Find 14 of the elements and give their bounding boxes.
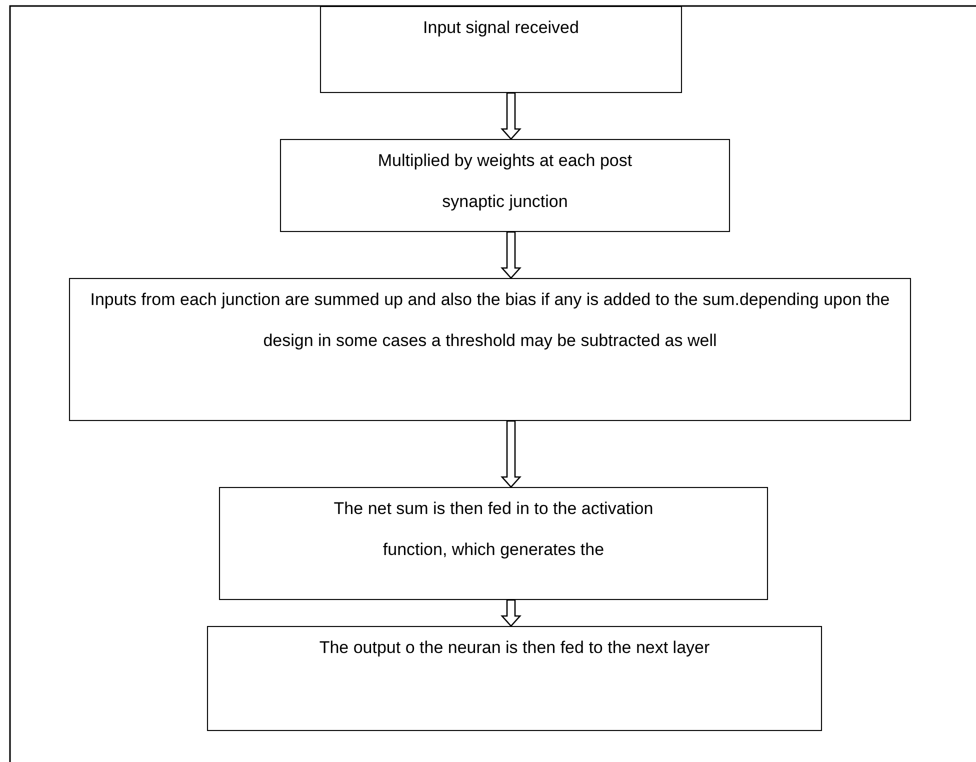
step-text: The net sum is then fed in to the activation function, which generates the	[332, 498, 654, 561]
process-box	[320, 6, 682, 93]
block-arrow	[500, 231, 522, 279]
block-arrow	[500, 599, 522, 627]
step-text: The output o the neuran is then fed to the next layer	[318, 637, 711, 659]
block-arrow	[500, 420, 522, 488]
block-arrow	[500, 92, 522, 140]
process-box	[219, 487, 768, 600]
step-text: Inputs from each junction are summed up and also the bias if any is added to the sum.depending upon the design in some cases a threshold may be subtracted as well	[90, 289, 890, 352]
process-box	[207, 626, 822, 731]
step-text: Multiplied by weights at each post synaptic junction	[376, 150, 634, 213]
process-box	[280, 139, 730, 232]
process-box	[69, 278, 911, 421]
step-text: Input signal received	[422, 17, 580, 39]
